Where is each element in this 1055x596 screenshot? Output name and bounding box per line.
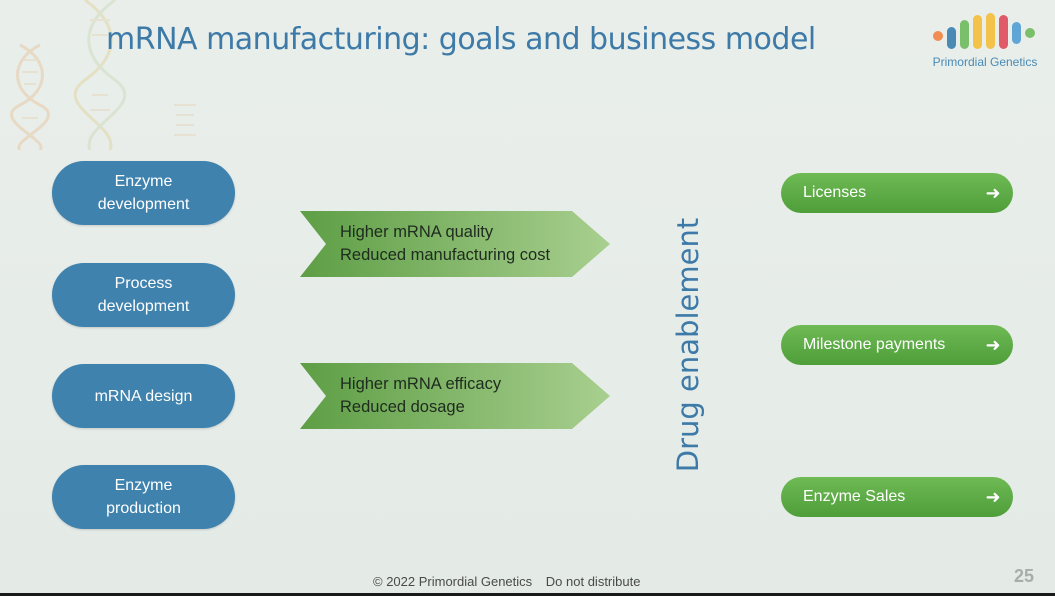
arrow-efficacy-dosage: Higher mRNA efficacy Reduced dosage <box>300 363 610 429</box>
footer: © 2022 Primordial Genetics Do not distri… <box>373 574 640 589</box>
milestone-payments-button[interactable]: Milestone payments ➜ <box>781 325 1013 365</box>
pill-line: development <box>97 298 190 315</box>
enzyme-sales-button[interactable]: Enzyme Sales ➜ <box>781 477 1013 517</box>
pill-line: Process <box>114 275 173 292</box>
button-label: Enzyme Sales <box>803 488 906 505</box>
company-logo: Primordial Genetics <box>925 10 1045 72</box>
slide-title: mRNA manufacturing: goals and business m… <box>106 22 816 57</box>
right-arrow-icon: ➜ <box>985 182 1001 203</box>
page-number: 25 <box>1014 566 1035 586</box>
arrow-line: Higher mRNA quality <box>340 223 494 241</box>
arrow-line: Higher mRNA efficacy <box>340 375 502 393</box>
pill-line: mRNA design <box>94 387 193 405</box>
pill-line: production <box>106 500 181 517</box>
arrow-line: Reduced dosage <box>340 398 465 416</box>
arrow-line: Reduced manufacturing cost <box>340 246 551 264</box>
vertical-label-text: Drug enablement <box>671 217 705 473</box>
bottom-border <box>0 593 1055 596</box>
logo-bars-icon <box>933 13 1035 49</box>
dna-helix-icon <box>10 0 196 150</box>
right-arrow-icon: ➜ <box>985 486 1001 507</box>
pill-enzyme-development: Enzyme development <box>52 161 235 225</box>
pill-line: Enzyme <box>114 173 173 190</box>
pill-enzyme-production: Enzyme production <box>52 465 235 529</box>
button-label: Licenses <box>803 184 867 201</box>
arrow-quality-cost: Higher mRNA quality Reduced manufacturin… <box>300 211 610 277</box>
chevron-arrow-shape <box>300 211 610 277</box>
footer-copyright: © 2022 Primordial Genetics <box>373 574 533 589</box>
logo-text: Primordial Genetics <box>932 55 1038 69</box>
right-arrow-icon: ➜ <box>985 334 1001 355</box>
licenses-button[interactable]: Licenses ➜ <box>781 173 1013 213</box>
pill-line: Enzyme <box>114 477 173 494</box>
pill-line: development <box>97 196 190 213</box>
pill-mrna-design: mRNA design <box>52 364 235 428</box>
footer-notice: Do not distribute <box>545 574 641 589</box>
drug-enablement-label: Drug enablement <box>663 217 713 473</box>
pill-process-development: Process development <box>52 263 235 327</box>
chevron-arrow-shape <box>300 363 610 429</box>
button-label: Milestone payments <box>803 336 946 353</box>
